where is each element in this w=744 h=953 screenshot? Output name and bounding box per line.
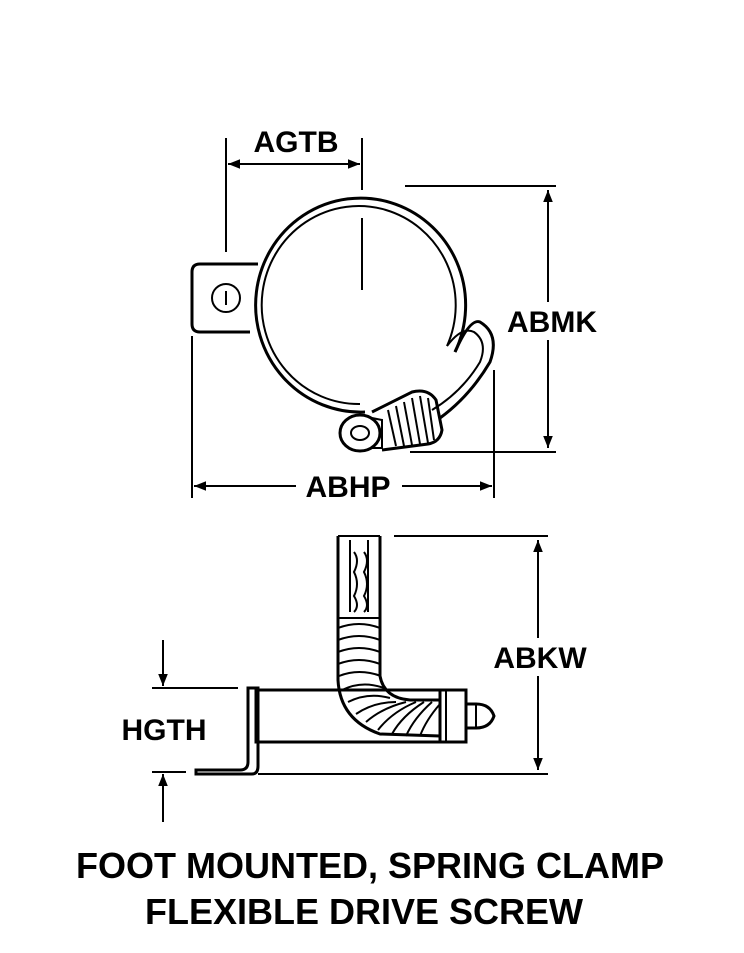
side-view: ABKW HGTH xyxy=(122,535,596,822)
spring-loop xyxy=(439,320,495,420)
screw-threads xyxy=(387,395,435,447)
drive-screw-shaft xyxy=(336,536,382,620)
mounting-foot xyxy=(194,686,260,776)
caption-line-2: FLEXIBLE DRIVE SCREW xyxy=(145,891,583,932)
screw-housing xyxy=(371,389,444,452)
flexible-coil-outer xyxy=(336,620,441,738)
abmk-label: ABMK xyxy=(507,306,597,339)
mounting-hole xyxy=(211,283,241,313)
screw-tip xyxy=(466,702,496,730)
agtb-label: AGTB xyxy=(254,126,339,159)
abkw-label: ABKW xyxy=(493,642,587,675)
mounting-tab xyxy=(190,262,258,334)
clamp-band-inner xyxy=(260,205,457,406)
housing-end xyxy=(438,688,468,744)
screw-head xyxy=(338,413,382,453)
top-view: AGTB ABMK ABHP xyxy=(190,126,610,504)
hgth-label: HGTH xyxy=(122,714,207,747)
abhp-label: ABHP xyxy=(305,471,390,504)
coil-rings xyxy=(337,623,441,737)
clamp-band-outer xyxy=(254,196,468,414)
flexible-coil-inner xyxy=(378,620,440,702)
caption-line-1: FOOT MOUNTED, SPRING CLAMP xyxy=(76,845,664,886)
